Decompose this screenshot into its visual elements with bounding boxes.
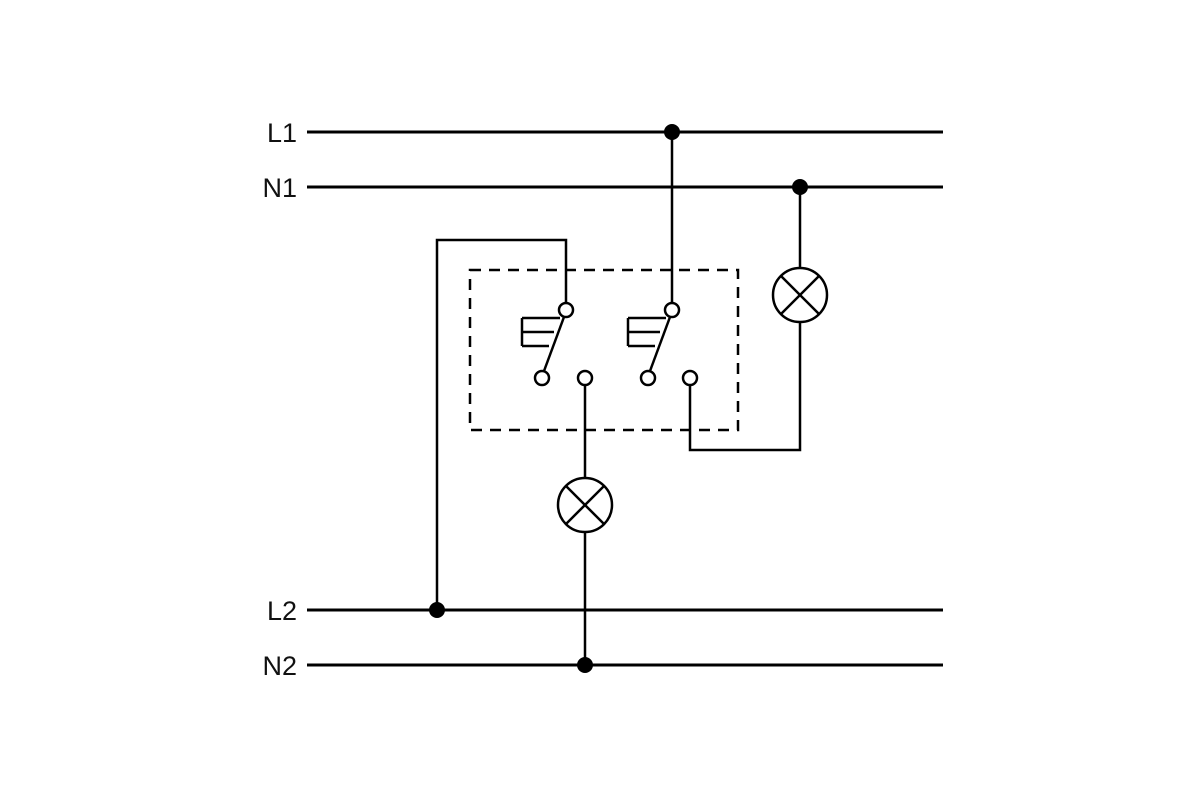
bus-n1: N1	[262, 173, 943, 203]
bus-n2-label: N2	[262, 651, 297, 681]
switch-right-terminal-top	[663, 301, 681, 319]
lamp-icon-right	[771, 266, 829, 324]
switch-right	[626, 301, 699, 387]
junction-dot-n2	[577, 657, 593, 673]
bus-l2: L2	[267, 596, 943, 626]
wire-l2-to-switch	[435, 238, 568, 610]
rocker-actuator-icon	[626, 316, 666, 348]
lamp-icon-bottom	[556, 476, 614, 534]
switch-left-terminal-bottom-right	[576, 369, 594, 387]
switch-left-terminal-top	[557, 301, 575, 319]
junction-dot-l2	[429, 602, 445, 618]
switch-right-terminal-bottom-right	[681, 369, 699, 387]
bus-l2-label: L2	[267, 596, 297, 626]
bus-n2: N2	[262, 651, 943, 681]
switch-left	[520, 301, 594, 387]
rocker-actuator-icon	[520, 316, 560, 348]
switch-right-terminal-bottom-left	[639, 369, 657, 387]
switch-left-terminal-bottom-left	[533, 369, 551, 387]
switch-left-lever	[542, 316, 566, 372]
bus-n1-label: N1	[262, 173, 297, 203]
dashed-enclosure	[468, 268, 740, 432]
wire-lamp-to-switch-right	[688, 322, 802, 452]
junction-dot-n1	[792, 179, 808, 195]
junction-dot-l1	[664, 124, 680, 140]
bus-l1-label: L1	[267, 118, 297, 148]
switch-right-lever	[648, 316, 672, 372]
bus-l1: L1	[267, 118, 943, 148]
